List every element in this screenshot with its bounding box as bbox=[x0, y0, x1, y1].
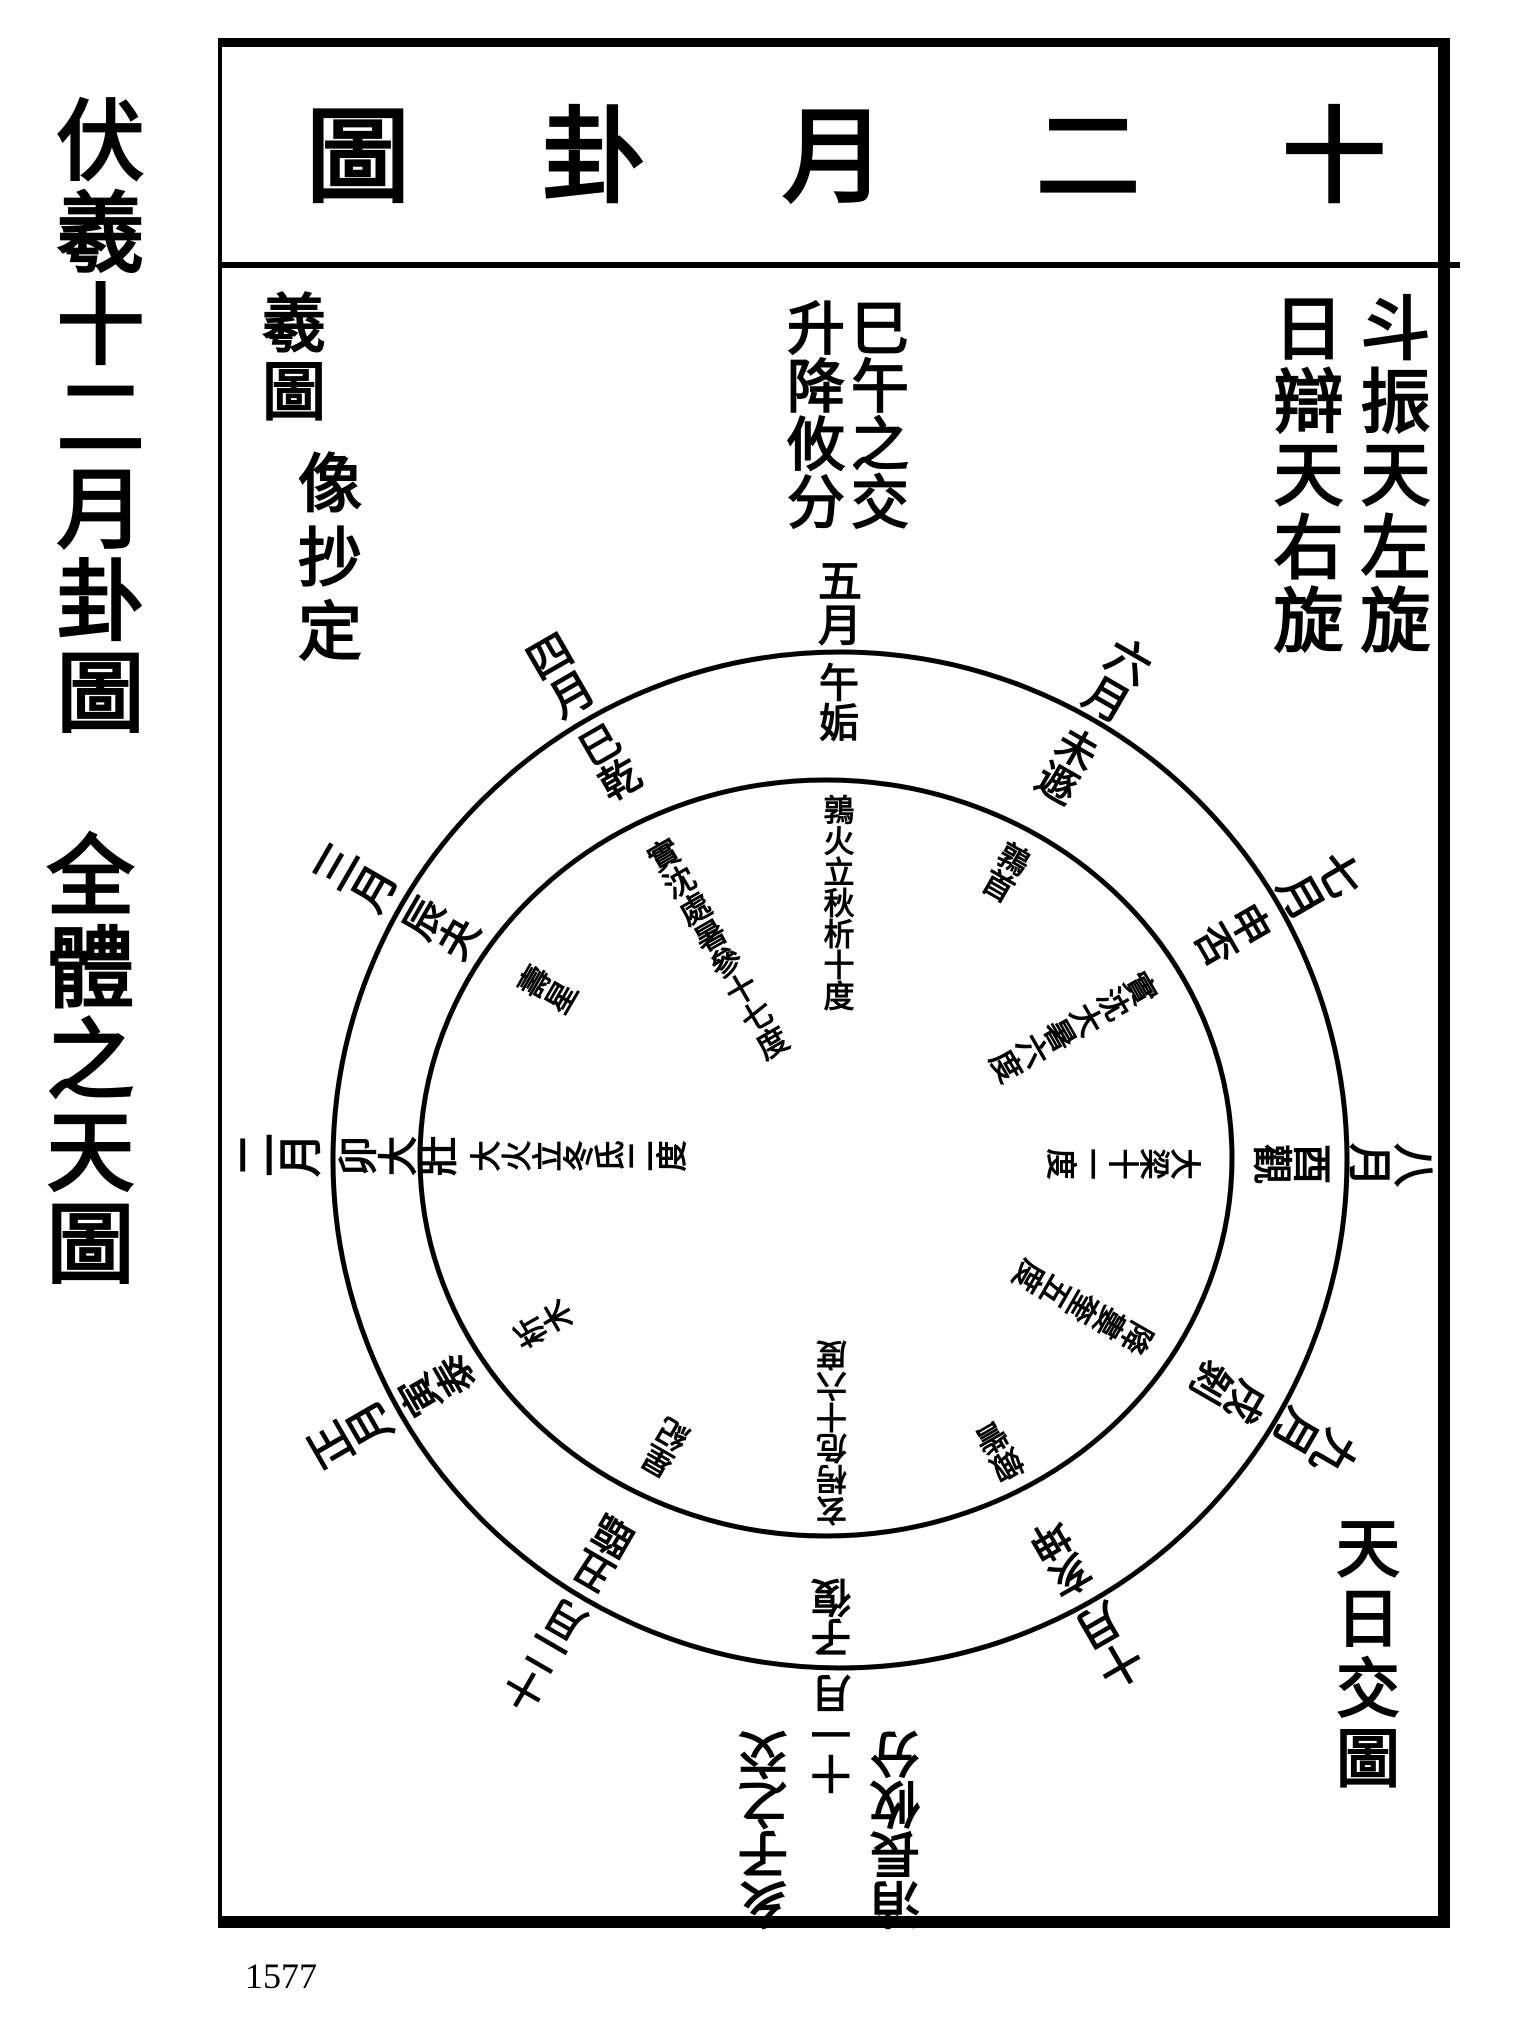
note-center-2: 升降攸分 bbox=[777, 298, 845, 530]
month-label: 八月 bbox=[1349, 1135, 1437, 1186]
margin-note-column-2: 全體之天圖 bbox=[32, 830, 136, 1290]
outer-ring bbox=[330, 649, 1350, 1671]
bottom-note-1: 亥子之交 bbox=[737, 1730, 796, 1930]
ring-label: 子復 bbox=[811, 1578, 858, 1658]
ring-label: 卯大壯 bbox=[337, 1136, 457, 1183]
right-bottom-label: 天日交圖 bbox=[1325, 1515, 1400, 1795]
month-label: 五月 bbox=[810, 558, 861, 646]
title-char: 圖 bbox=[306, 95, 411, 218]
title-char: 十 bbox=[1282, 95, 1387, 218]
inner-label: 大梁十一度 bbox=[1046, 1142, 1201, 1179]
page-number: 1577 bbox=[245, 1956, 317, 1996]
inner-label: 玄枵危十六度 bbox=[816, 1340, 853, 1526]
page-frame bbox=[218, 38, 1450, 1928]
note-left-1: 羲圖 bbox=[251, 290, 326, 426]
title-divider bbox=[218, 262, 1460, 268]
note-left-2: 像抄定 bbox=[287, 450, 362, 672]
title-char: 月 bbox=[782, 95, 887, 218]
ring-label: 酉觀 bbox=[1253, 1137, 1333, 1184]
ring-label: 午姤 bbox=[812, 662, 859, 742]
inner-label: 鶉火立秋析十度 bbox=[817, 794, 854, 1011]
note-center-1: 巳午之交 bbox=[841, 298, 909, 530]
note-right-2: 日辯天右旋 bbox=[1262, 292, 1345, 657]
inner-label: 大火立冬氐二度 bbox=[469, 1141, 686, 1178]
note-right-1: 斗振天左旋 bbox=[1349, 292, 1432, 657]
month-label: 二月 bbox=[233, 1134, 321, 1185]
title-char: 二 bbox=[1036, 95, 1141, 218]
margin-note-column-1: 伏羲十二月卦圖 bbox=[42, 95, 146, 739]
bottom-note-2: 消長攸分 bbox=[869, 1730, 928, 1930]
month-label: 十一月 bbox=[811, 1674, 858, 1794]
inner-ring bbox=[417, 777, 1235, 1539]
title-char: 卦 bbox=[542, 95, 647, 218]
